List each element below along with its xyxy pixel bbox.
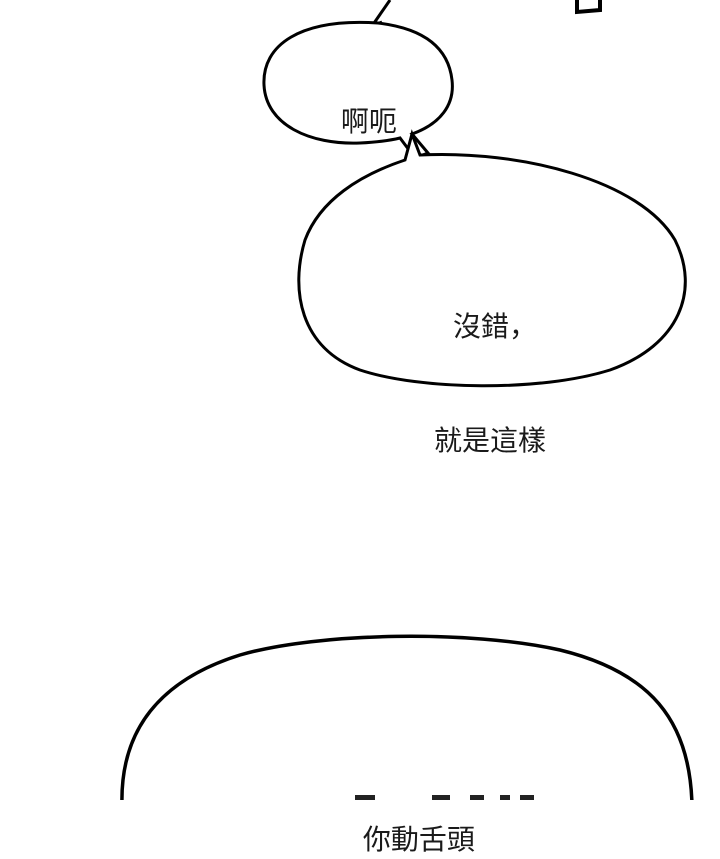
speech-bubble-1: [262, 20, 454, 160]
bubble-2-line-2: 就是這樣: [433, 424, 546, 457]
bubble-1-line-1: 啊呃: [340, 105, 397, 138]
bubble-2-text: 沒錯， 就是這樣: [390, 232, 590, 498]
bubble-3-text: 你動舌頭: [310, 783, 510, 859]
cutoff-text-line: [355, 795, 534, 800]
speech-bubble-3: [120, 634, 694, 800]
speech-bubble-2: [297, 129, 687, 388]
partial-text-fragment: [575, 0, 602, 15]
bubble-3-line-1: 你動舌頭: [362, 823, 475, 856]
bubble-2-line-1: 沒錯，: [452, 310, 537, 343]
bubble-1-text: 啊呃: [300, 65, 420, 141]
comic-panel-art: [120, 0, 694, 800]
